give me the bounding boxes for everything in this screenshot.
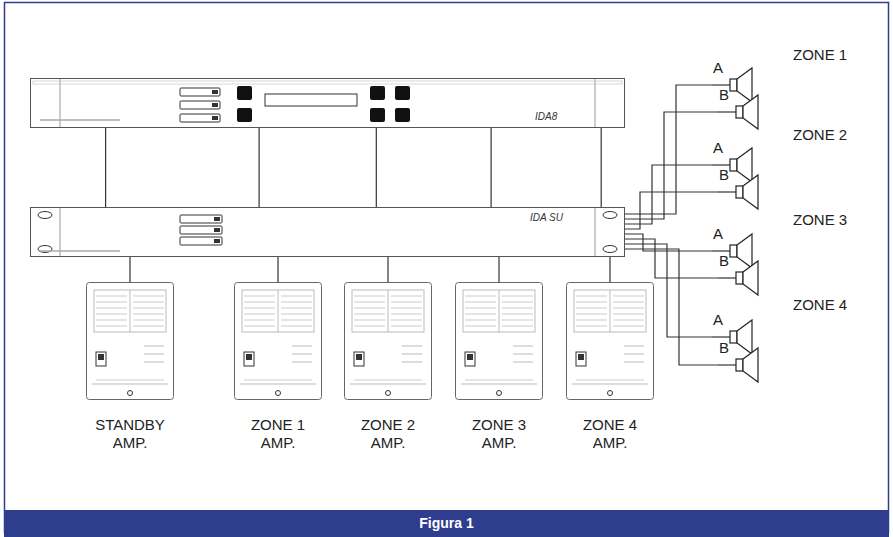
rack-unit: IDA8 <box>30 78 625 128</box>
signal-wire <box>387 257 388 282</box>
speaker-letter: A <box>713 312 723 328</box>
zone-label: ZONE 3 <box>793 211 847 229</box>
amplifier-drawing <box>234 282 322 400</box>
speaker: B <box>718 342 760 384</box>
amp-label: ZONE 3 AMP. <box>454 416 544 452</box>
amplifier: STANDBY AMP. <box>86 282 174 400</box>
amp-label: ZONE 1 AMP. <box>233 416 323 452</box>
signal-wire <box>625 239 718 278</box>
signal-wire <box>105 128 106 207</box>
speaker-letter: B <box>719 253 729 269</box>
amplifier-drawing <box>344 282 432 400</box>
signal-wire <box>625 192 718 229</box>
figure-caption: Figura 1 <box>4 510 889 537</box>
speaker: A <box>712 314 754 356</box>
speaker: B <box>718 89 760 131</box>
amp-label: STANDBY AMP. <box>85 416 175 452</box>
rack-unit: IDA SU <box>30 207 625 257</box>
frame-border <box>5 3 889 533</box>
amplifier-drawing <box>455 282 543 400</box>
amplifier-drawing <box>566 282 654 400</box>
signal-wire <box>376 128 377 207</box>
amp-label: ZONE 4 AMP. <box>565 416 655 452</box>
signal-wire <box>129 257 130 282</box>
zone-label: ZONE 2 <box>793 126 847 144</box>
signal-wire <box>601 128 602 207</box>
speaker-letter: A <box>713 226 723 242</box>
speaker: A <box>712 142 754 184</box>
amp-label: ZONE 2 AMP. <box>343 416 433 452</box>
amplifier: ZONE 1 AMP. <box>234 282 322 400</box>
signal-wire <box>625 165 712 224</box>
signal-wire <box>609 257 610 282</box>
signal-wire <box>491 128 492 207</box>
zone-label: ZONE 1 <box>793 46 847 64</box>
signal-wire <box>625 85 712 214</box>
speaker-letter: B <box>719 340 729 356</box>
unit-model-label: IDA SU <box>530 212 563 223</box>
speaker: B <box>718 169 760 211</box>
signal-wire <box>498 257 499 282</box>
speaker: A <box>712 228 754 270</box>
speaker-letter: A <box>713 60 723 76</box>
speaker-letter: B <box>719 87 729 103</box>
zone-label: ZONE 4 <box>793 296 847 314</box>
speaker: A <box>712 62 754 104</box>
amplifier: ZONE 2 AMP. <box>344 282 432 400</box>
amplifier: ZONE 3 AMP. <box>455 282 543 400</box>
speaker-letter: B <box>719 167 729 183</box>
amplifier: ZONE 4 AMP. <box>566 282 654 400</box>
amplifier-drawing <box>86 282 174 400</box>
unit-model-label: IDA8 <box>535 111 557 122</box>
speaker-letter: A <box>713 140 723 156</box>
signal-wire <box>259 128 260 207</box>
speaker: B <box>718 255 760 297</box>
signal-wire <box>277 257 278 282</box>
